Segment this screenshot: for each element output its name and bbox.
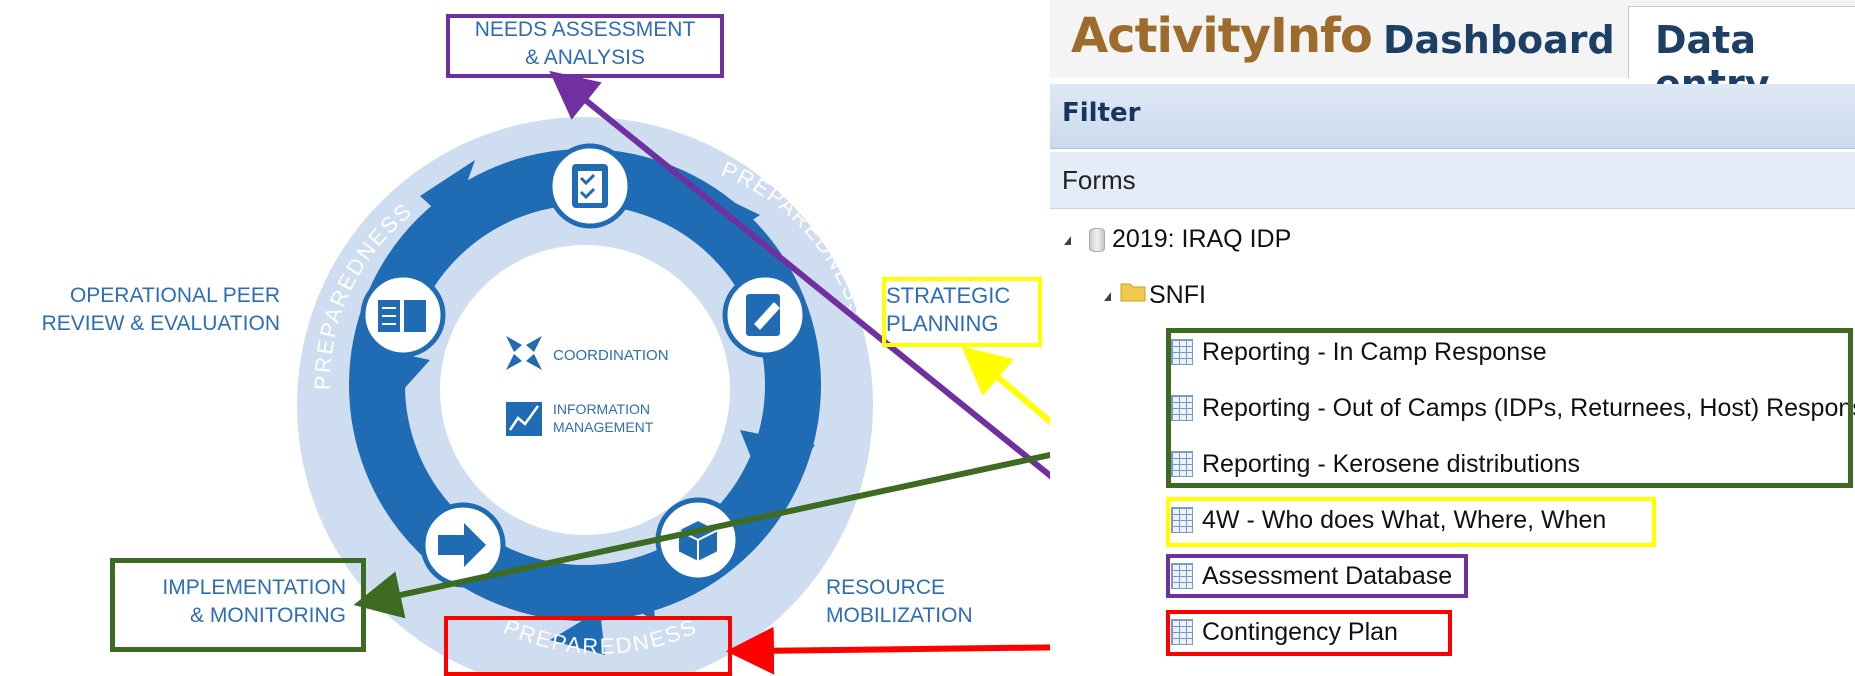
tree-database[interactable]: 2019: IRAQ IDP (1112, 225, 1292, 253)
strategic-line2: PLANNING (886, 311, 999, 336)
resource-mobilization-label: RESOURCE MOBILIZATION (826, 574, 973, 630)
preparedness-box (444, 616, 732, 676)
expand-database-icon[interactable] (1064, 236, 1071, 245)
implementation-label: IMPLEMENTATION & MONITORING (110, 574, 346, 630)
implementation-line2: & MONITORING (190, 604, 346, 627)
needs-line1: NEEDS ASSESSMENT (474, 18, 696, 41)
clipboard-checklist-icon (547, 143, 633, 229)
database-icon (1089, 228, 1105, 252)
folder-icon (1120, 283, 1146, 302)
peer-review-label: OPERATIONAL PEER REVIEW & EVALUATION (6, 282, 280, 338)
implementation-line1: IMPLEMENTATION (162, 576, 346, 599)
form-icon (1171, 395, 1193, 421)
filter-label: Filter (1062, 98, 1141, 128)
arrow-right-icon (420, 502, 506, 588)
resource-line2: MOBILIZATION (826, 604, 973, 627)
form-icon (1171, 451, 1193, 477)
inner-circle (440, 245, 730, 535)
box-icon (655, 497, 741, 583)
tree-form-item[interactable]: Reporting - In Camp Response (1202, 338, 1547, 366)
connector-green (353, 427, 1167, 619)
contingency-form-box (1166, 610, 1452, 656)
document-edit-icon (722, 272, 808, 358)
activityinfo-panel: ActivityInfo Dashboard Data entry Filter… (1050, 0, 1855, 676)
form-icon (1171, 563, 1193, 589)
implementation-box (110, 558, 366, 652)
tree-form-item[interactable]: Reporting - Out of Camps (IDPs, Returnee… (1202, 394, 1855, 422)
needs-line2: & ANALYSIS (525, 46, 645, 69)
needs-assessment-label: NEEDS ASSESSMENT & ANALYSIS (446, 16, 724, 72)
forms-bar[interactable]: Forms (1050, 152, 1855, 209)
expand-folder-icon[interactable] (1104, 292, 1111, 301)
strategic-planning-box (882, 277, 1042, 347)
strategic-planning-label: STRATEGIC PLANNING (886, 282, 1010, 338)
reporting-forms-box (1166, 328, 1853, 488)
tree-form-item[interactable]: 4W - Who does What, Where, When (1202, 506, 1607, 534)
information-label: INFORMATION (553, 401, 650, 417)
tree-folder[interactable]: SNFI (1149, 281, 1206, 309)
4w-form-box (1166, 497, 1656, 547)
peer-line1: OPERATIONAL PEER (69, 284, 280, 307)
form-icon (1171, 619, 1193, 645)
form-icon (1171, 507, 1193, 533)
tab-data-entry[interactable] (1628, 6, 1855, 78)
management-label: MANAGEMENT (553, 419, 654, 435)
tree-form-item[interactable]: Contingency Plan (1202, 618, 1398, 646)
tree-form-item[interactable]: Assessment Database (1202, 562, 1453, 590)
coordination-icon (506, 336, 542, 370)
information-management-icon (506, 402, 542, 436)
resource-line1: RESOURCE (826, 576, 946, 599)
activityinfo-logo[interactable]: ActivityInfo (1071, 8, 1373, 64)
form-icon (1171, 339, 1193, 365)
app-header: ActivityInfo Dashboard Data entry (1050, 0, 1855, 106)
needs-assessment-box (446, 14, 724, 78)
assessment-form-box (1166, 554, 1468, 598)
filter-bar[interactable]: Filter (1050, 84, 1855, 149)
book-icon (360, 272, 446, 358)
forms-label: Forms (1062, 165, 1136, 195)
coordination-label: COORDINATION (553, 347, 669, 364)
peer-line2: REVIEW & EVALUATION (41, 312, 280, 335)
strategic-line1: STRATEGIC (886, 283, 1011, 308)
tree-form-item[interactable]: Reporting - Kerosene distributions (1202, 450, 1580, 478)
nav-dashboard[interactable]: Dashboard (1383, 18, 1615, 62)
